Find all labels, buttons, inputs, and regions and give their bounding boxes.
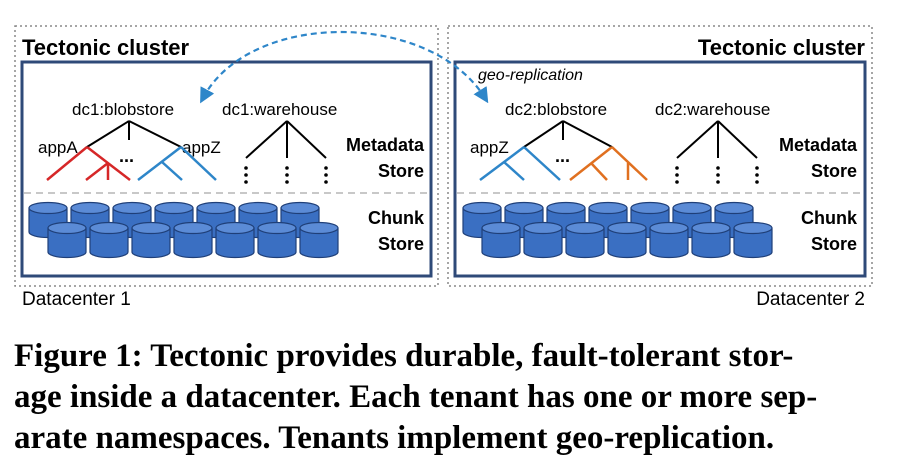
warehouse-label-1: dc1:warehouse [222, 100, 337, 119]
app-z-tree-2 [479, 146, 561, 181]
app-z-label-2: appZ [470, 138, 509, 157]
warehouse-dots-1 [244, 166, 328, 184]
disk-icon [173, 221, 213, 259]
app-a-tree [46, 146, 131, 181]
caption-line-1: Figure 1: Tectonic provides durable, fau… [14, 338, 794, 374]
metadata-store-label-2b: Store [811, 161, 857, 181]
chunk-store-label-1a: Chunk [368, 208, 425, 228]
blobstore-tree-1 [86, 120, 182, 148]
metadata-store-label-1a: Metadata [346, 135, 425, 155]
disk-icon [131, 221, 171, 259]
tectonic-diagram: Tectonic cluster dc1:blobstore dc1:wareh… [14, 25, 873, 310]
datacenter-label-1: Datacenter 1 [22, 289, 131, 310]
warehouse-tree-1 [245, 120, 327, 159]
chunk-store-label-1b: Store [378, 234, 424, 254]
chunk-store-label-2b: Store [811, 234, 857, 254]
app-z-tree-1 [137, 146, 217, 181]
cluster-title-1: Tectonic cluster [22, 35, 190, 60]
chunk-store-disks-2 [462, 201, 773, 259]
warehouse-dots-2 [675, 166, 759, 184]
metadata-store-label-2a: Metadata [779, 135, 858, 155]
figure-caption: Figure 1: Tectonic provides durable, fau… [14, 336, 904, 459]
disk-icon [607, 221, 647, 259]
metadata-store-label-1b: Store [378, 161, 424, 181]
app-z-label-1: appZ [182, 138, 221, 157]
cluster-title-2: Tectonic cluster [698, 35, 866, 60]
tree-ellipsis-2: ... [555, 146, 570, 166]
disk-icon [481, 221, 521, 259]
geo-replication-arrow [200, 30, 489, 104]
cluster-frame-1 [20, 60, 433, 278]
blobstore-tree-2 [523, 120, 613, 148]
tree-ellipsis-1: ... [119, 146, 134, 166]
disk-icon [89, 221, 129, 259]
disk-icon [215, 221, 255, 259]
disk-icon [565, 221, 605, 259]
geo-replication-label: geo-replication [478, 67, 583, 84]
blobstore-label-1: dc1:blobstore [72, 100, 174, 119]
datacenter-1: Tectonic cluster dc1:blobstore dc1:wareh… [14, 25, 439, 310]
warehouse-label-2: dc2:warehouse [655, 100, 770, 119]
disk-icon [257, 221, 297, 259]
disk-icon [649, 221, 689, 259]
datacenter-2: Tectonic cluster dc2:blobstore dc2:wareh… [447, 25, 873, 310]
disk-icon [47, 221, 87, 259]
disk-icon [733, 221, 773, 259]
chunk-store-label-2a: Chunk [801, 208, 858, 228]
cluster-frame-2 [453, 60, 867, 278]
caption-line-2: age inside a datacenter. Each tenant has… [14, 379, 818, 415]
datacenter-2-border [447, 25, 873, 287]
blobstore-label-2: dc2:blobstore [505, 100, 607, 119]
caption-line-3: arate namespaces. Tenants implement geo-… [14, 420, 775, 456]
datacenter-label-2: Datacenter 2 [756, 289, 865, 310]
warehouse-tree-2 [676, 120, 758, 159]
orange-tree-2 [569, 146, 648, 181]
disk-icon [691, 221, 731, 259]
app-a-label: appA [38, 138, 78, 157]
disk-icon [523, 221, 563, 259]
disk-icon [299, 221, 339, 259]
chunk-store-disks-1 [28, 201, 339, 259]
datacenter-1-border [14, 25, 439, 287]
